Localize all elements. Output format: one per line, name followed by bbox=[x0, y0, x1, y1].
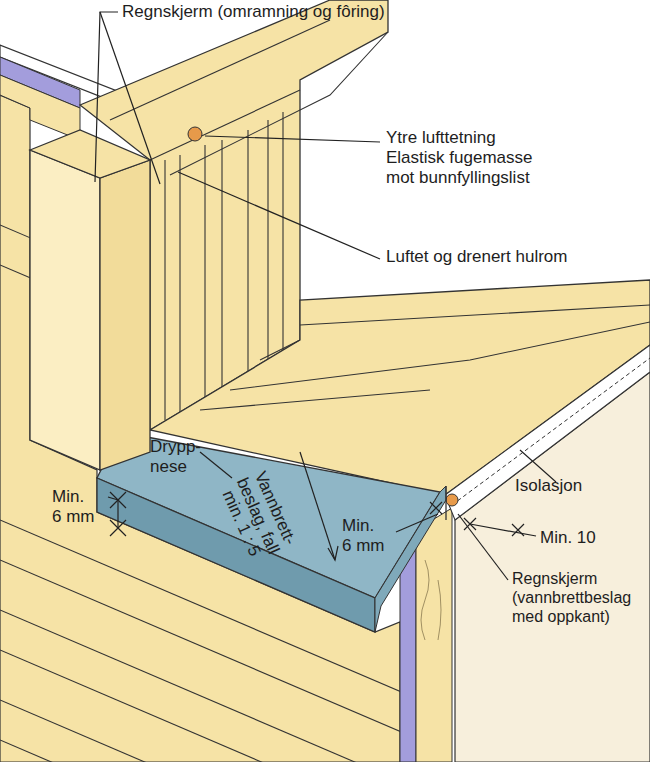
sill-flashing bbox=[97, 432, 446, 632]
insulation bbox=[445, 345, 650, 520]
leader-lines bbox=[95, 12, 556, 580]
part-label: Ytre lufttetning Elastisk fugemasse mot … bbox=[386, 128, 554, 188]
part-label: Regnskjerm (vannbrettbeslag med oppkant) bbox=[512, 570, 646, 627]
dimension-label: Min. 6 mm bbox=[342, 516, 386, 556]
part-label: Drypp- nese bbox=[150, 437, 210, 477]
backer-rod bbox=[188, 127, 202, 141]
wall-top bbox=[0, 75, 80, 140]
casing-board bbox=[30, 130, 150, 470]
stud bbox=[416, 508, 452, 762]
part-label: Regnskjerm (omramning og fôring) bbox=[122, 2, 385, 22]
part-label: Luftet og drenert hulrom bbox=[386, 247, 567, 267]
backer-rod bbox=[446, 494, 458, 506]
part-label: Isolasjon bbox=[515, 476, 582, 496]
insulation-hatch bbox=[452, 358, 650, 505]
dimension-label: Min. 10 bbox=[540, 528, 596, 548]
dimension-label: Min. 6 mm bbox=[52, 487, 96, 527]
wood-grain bbox=[421, 560, 441, 640]
